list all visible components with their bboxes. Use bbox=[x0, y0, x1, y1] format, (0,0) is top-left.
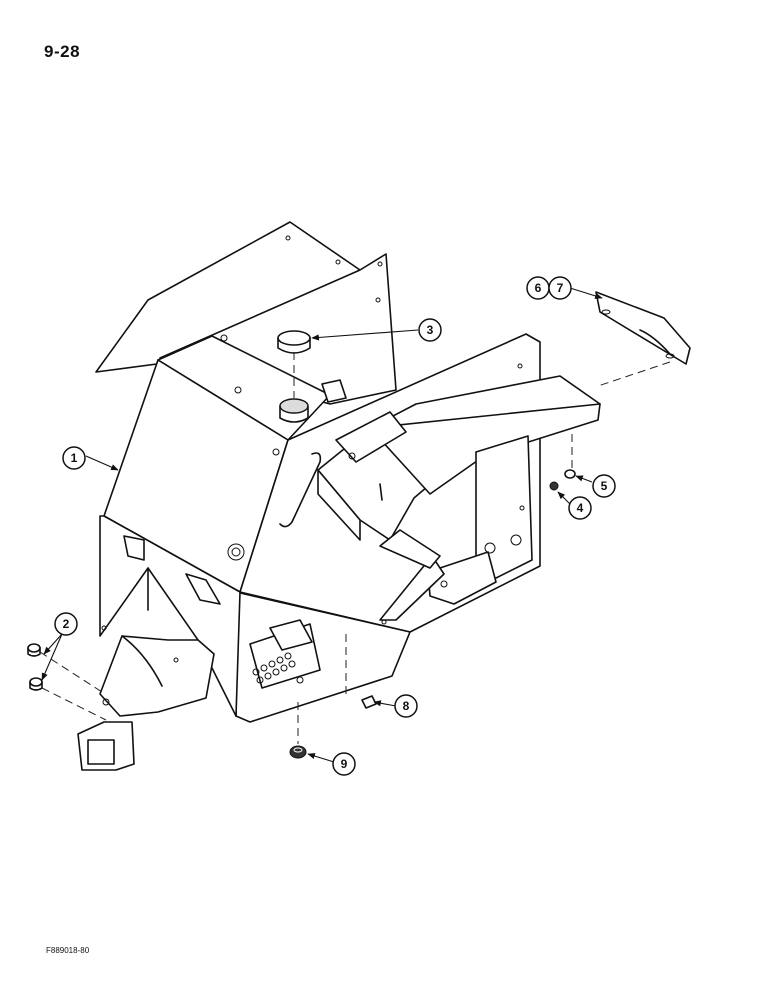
callout-6: 6 bbox=[526, 276, 550, 300]
leader-1 bbox=[85, 455, 119, 471]
leader-2b bbox=[41, 633, 63, 681]
callout-2: 2 bbox=[54, 612, 78, 636]
washer-5 bbox=[564, 469, 576, 479]
nut-2-line-a bbox=[39, 651, 103, 693]
svg-text:8: 8 bbox=[403, 699, 410, 713]
figure-code: F889018-80 bbox=[46, 946, 90, 955]
svg-text:5: 5 bbox=[601, 479, 608, 493]
leader-8 bbox=[373, 700, 397, 707]
svg-text:6: 6 bbox=[535, 281, 542, 295]
leader-2a bbox=[43, 633, 63, 655]
access-panel-grille bbox=[249, 619, 321, 689]
svg-text:2: 2 bbox=[63, 617, 70, 631]
plate-mounting-line bbox=[597, 361, 671, 387]
leader-9 bbox=[307, 753, 335, 763]
svg-text:7: 7 bbox=[557, 281, 564, 295]
top-bracket bbox=[321, 379, 347, 403]
svg-text:4: 4 bbox=[577, 501, 584, 515]
page-number: 9-28 bbox=[44, 42, 81, 61]
nut-2 bbox=[27, 643, 43, 691]
leader-5 bbox=[575, 475, 593, 483]
callout-7: 7 bbox=[548, 276, 572, 300]
callout-4: 4 bbox=[568, 496, 592, 520]
svg-text:9: 9 bbox=[341, 757, 348, 771]
leader-4 bbox=[557, 491, 571, 505]
bolt-8 bbox=[361, 695, 377, 709]
filler-neck bbox=[279, 352, 309, 423]
cover-plate bbox=[595, 291, 691, 365]
nut-2-line-b bbox=[41, 687, 107, 721]
nut-4 bbox=[549, 481, 559, 491]
grommet-9 bbox=[289, 745, 307, 759]
svg-text:3: 3 bbox=[427, 323, 434, 337]
leader-6-7 bbox=[569, 287, 603, 299]
lower-frame-hitch bbox=[77, 535, 221, 771]
callout-5: 5 bbox=[592, 474, 616, 498]
callout-1: 1 bbox=[62, 446, 86, 470]
right-arm-support bbox=[317, 375, 601, 621]
callout-3: 3 bbox=[418, 318, 442, 342]
callout-9: 9 bbox=[332, 752, 356, 776]
leader-3 bbox=[311, 329, 419, 341]
callout-8: 8 bbox=[394, 694, 418, 718]
svg-text:1: 1 bbox=[71, 451, 78, 465]
